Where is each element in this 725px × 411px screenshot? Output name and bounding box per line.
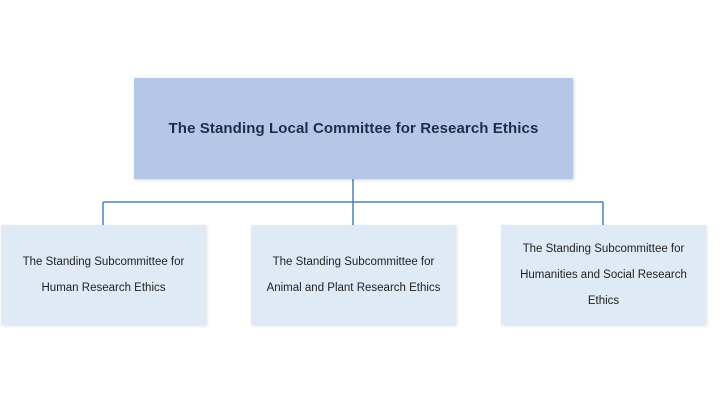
child-node-human: The Standing Subcommittee for Human Rese… (1, 225, 206, 325)
child-node-label: The Standing Subcommittee for Animal and… (266, 256, 441, 294)
root-node-label: The Standing Local Committee for Researc… (168, 120, 539, 137)
child-node-humanities-social: The Standing Subcommittee for Humanities… (501, 225, 706, 325)
child-node-label: The Standing Subcommittee for Human Rese… (22, 256, 185, 294)
root-node: The Standing Local Committee for Researc… (134, 78, 573, 179)
child-node-label: The Standing Subcommittee for Humanities… (520, 243, 687, 307)
child-node-animal-plant: The Standing Subcommittee for Animal and… (251, 225, 456, 325)
